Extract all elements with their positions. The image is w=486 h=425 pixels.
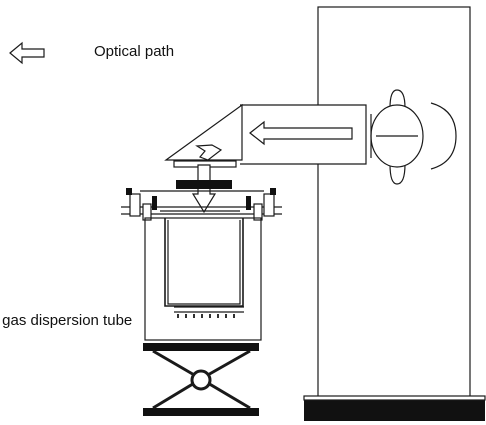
- gas-dispersion-tube-label: r gas dispersion tube: [0, 312, 133, 329]
- prism-housing: [164, 103, 243, 168]
- light-source: [370, 89, 457, 185]
- sample-vessel: [144, 217, 262, 341]
- window-plate: [176, 180, 232, 189]
- gas-dispersion-tube: [174, 306, 244, 318]
- clamp-assembly: [121, 188, 282, 221]
- instrument-cabinet: [303, 6, 486, 421]
- optical-path-legend-arrow-icon: [9, 41, 45, 65]
- optical-path-label: Optical path: [94, 43, 175, 60]
- light-duct: [235, 104, 367, 165]
- lab-jack: [143, 343, 259, 416]
